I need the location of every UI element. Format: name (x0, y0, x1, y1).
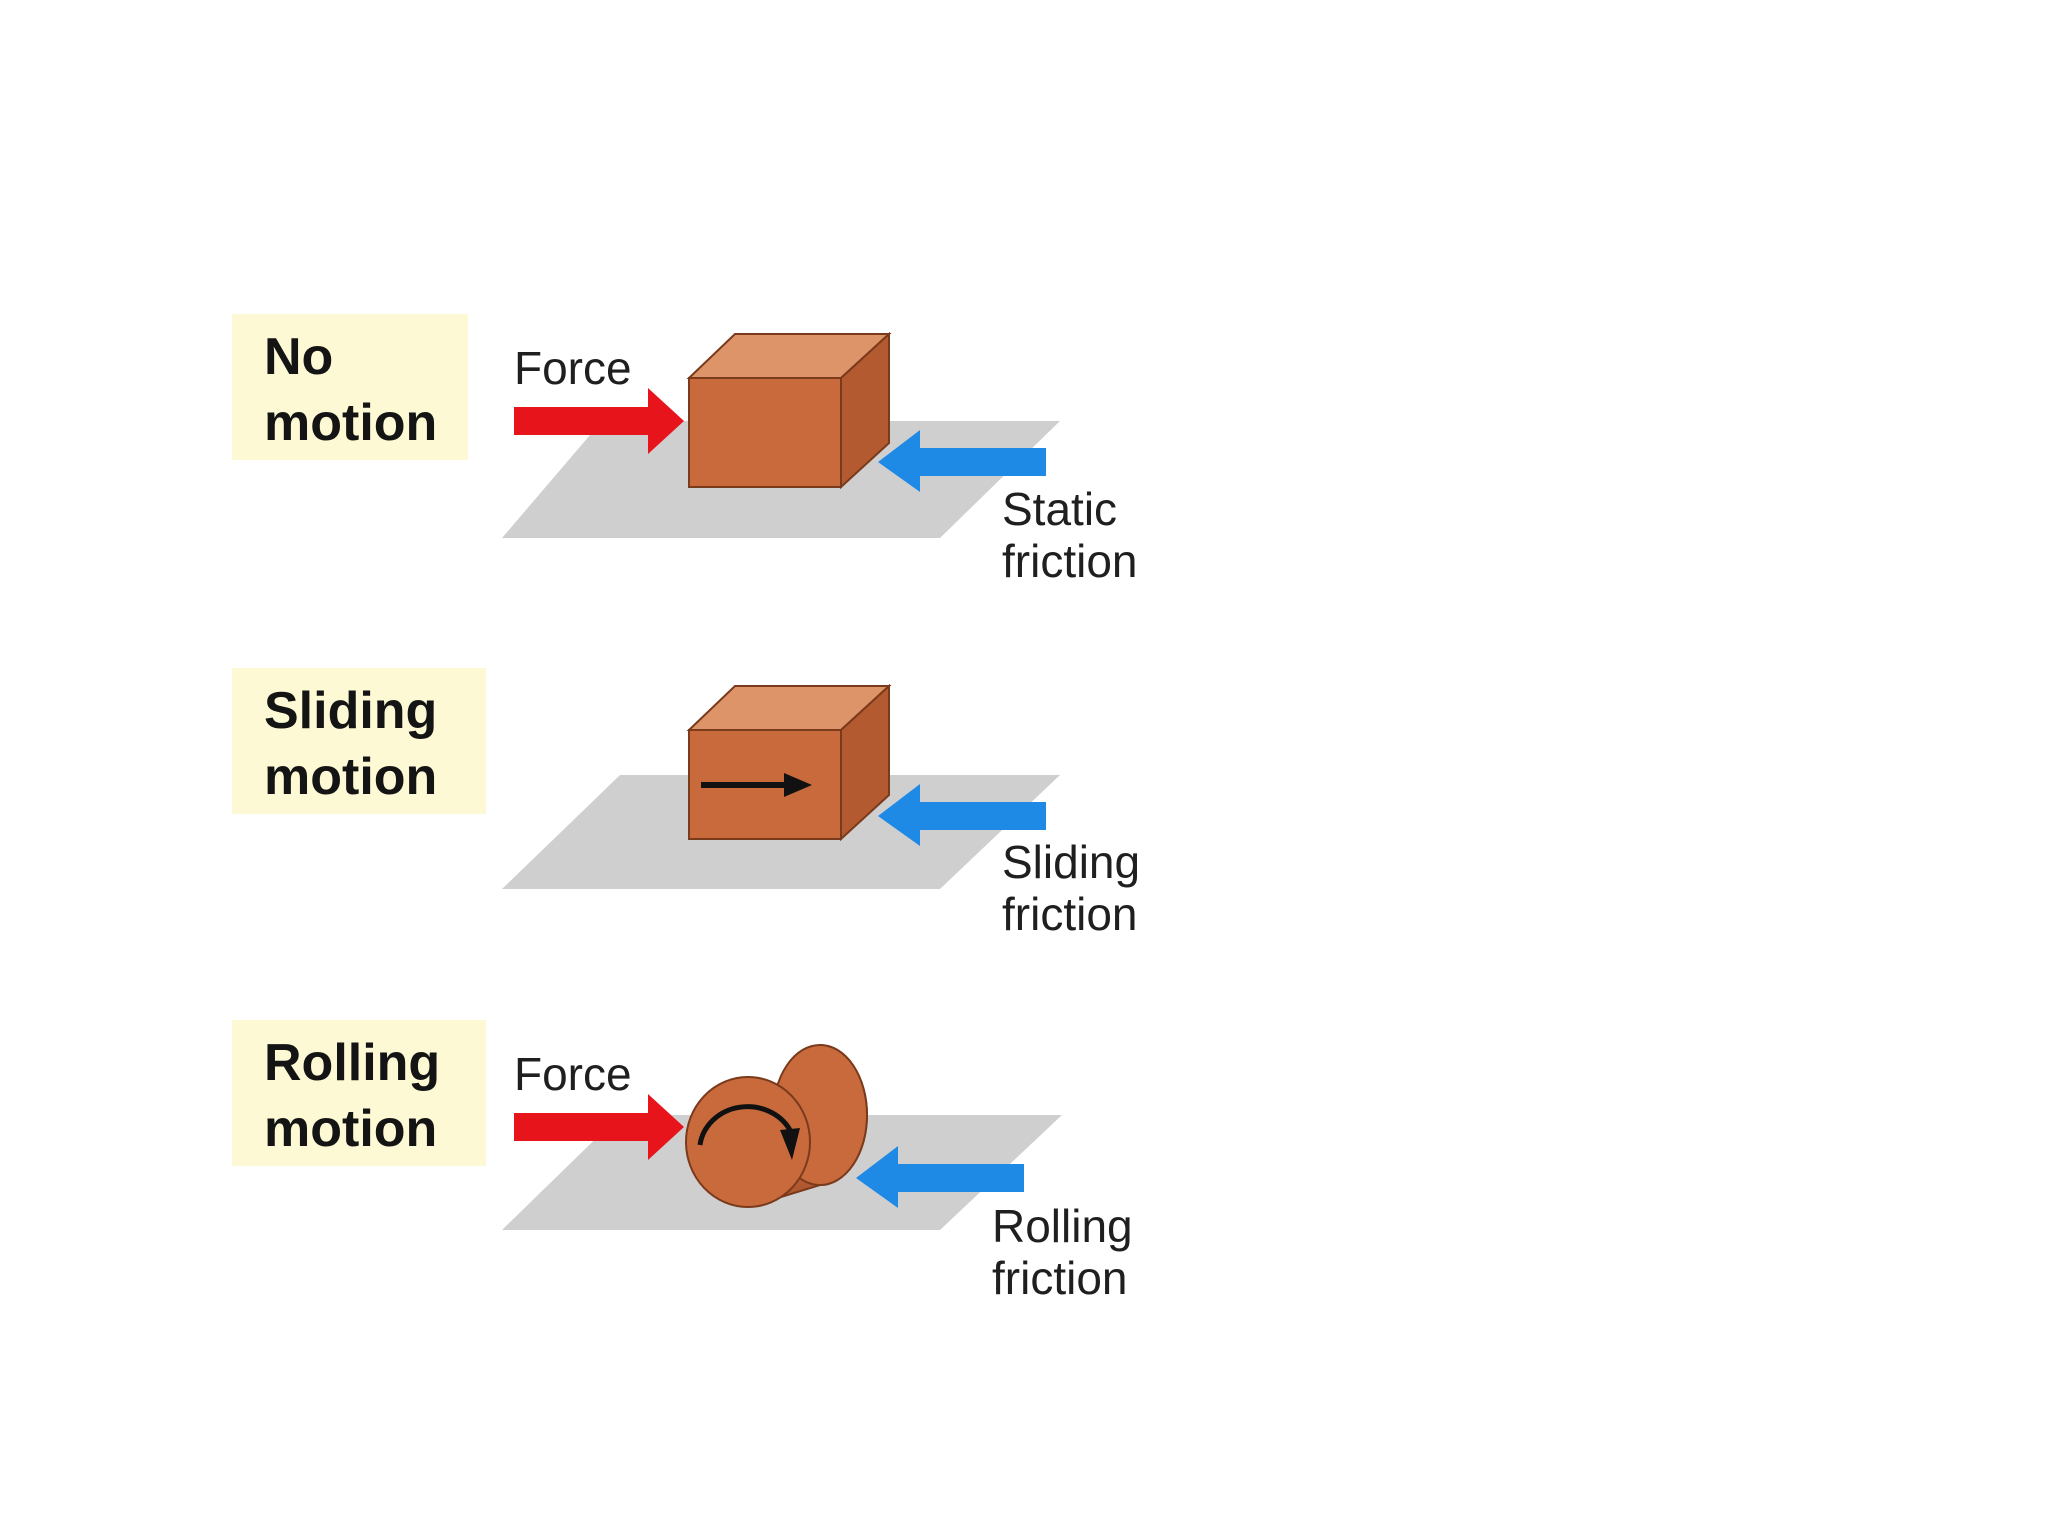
sliding-friction-arrow (878, 784, 1046, 846)
static-friction-arrow (878, 430, 1046, 492)
sliding-friction-label: Sliding friction (1002, 836, 1141, 940)
force-arrow-bottom (514, 1094, 684, 1160)
no-motion-label: No motion (232, 314, 468, 460)
rotate-clockwise-icon (697, 1104, 800, 1160)
motion-arrow-icon (701, 773, 812, 797)
force-label-top: Force (514, 342, 632, 394)
force-arrow-top (514, 388, 684, 454)
box-icon (686, 331, 892, 490)
rolling-motion-label: Rolling motion (232, 1020, 486, 1166)
rolling-friction-label: Rolling friction (992, 1200, 1133, 1304)
static-friction-label: Static friction (1002, 483, 1138, 587)
rolling-friction-arrow (856, 1146, 1024, 1208)
force-label-bottom: Force (514, 1048, 632, 1100)
sliding-motion-label: Sliding motion (232, 668, 486, 814)
cylinder-icon (685, 1043, 868, 1208)
